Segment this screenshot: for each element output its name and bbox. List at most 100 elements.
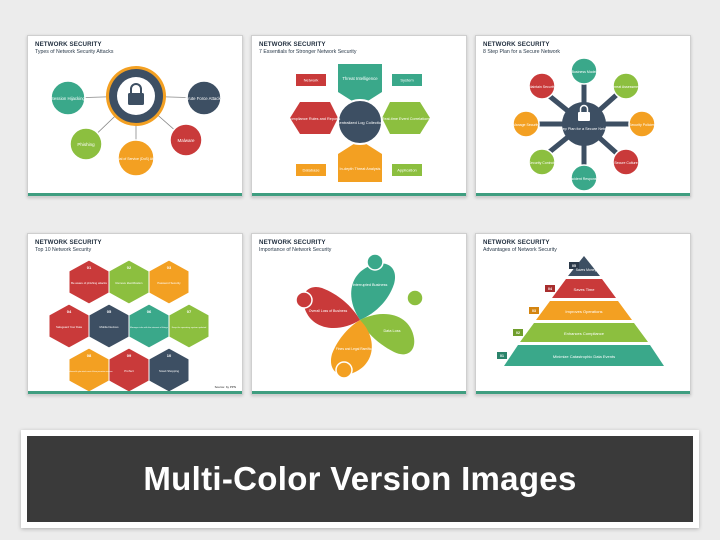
pyramid-level-4: [552, 279, 616, 298]
petal-item-2: [360, 314, 415, 355]
attack-label-4: Denial of Service (DoS) Attack: [112, 157, 159, 161]
hex-num-6: 06: [147, 309, 152, 314]
hex-label-6: Manage risks with the internet of things: [130, 326, 169, 329]
step-plan-diagram: 8 Step Plan for a Secure Network Busines…: [512, 57, 656, 192]
attack-item-1: [50, 80, 86, 116]
petal-label-3: Fines and Legal Ramifications: [336, 347, 381, 351]
central-hub: [562, 102, 606, 146]
level-label-4: Saves Time: [574, 287, 596, 292]
lock-icon: [128, 93, 144, 105]
tag-label-2: System: [400, 78, 414, 83]
slide-thumbnail-2[interactable]: NETWORK SECURITY 7 Essentials for Strong…: [251, 35, 467, 197]
essentials-diagram: Centralized Log Collection Threat Intell…: [288, 64, 431, 182]
attack-item-4: [117, 139, 155, 177]
slide-thumbnail-4[interactable]: NETWORK SECURITY Top 10 Network Security…: [27, 233, 243, 395]
level-label-1: Minimize Catastrophic Data Events: [553, 354, 615, 359]
attack-label-2: Brute Force Attacks: [185, 96, 223, 101]
central-hub: [337, 99, 383, 145]
level-num-2: 02: [516, 331, 520, 335]
tag-application: [392, 164, 422, 176]
hex-label-9: ProTect: [124, 369, 134, 373]
footer-banner: Multi-Color Version Images: [21, 430, 699, 528]
essential-segment-right: [382, 102, 430, 134]
petal-label-1: Interrupted Business: [353, 283, 388, 287]
footer-title: Multi-Color Version Images: [143, 460, 577, 497]
petal-label-4: Overall Loss of Business: [309, 309, 348, 313]
slide-thumbnail-6[interactable]: NETWORK SECURITY Advantages of Network S…: [475, 233, 691, 395]
level-num-5: 05: [572, 264, 576, 268]
hex-label-3: Password Security: [157, 281, 181, 285]
slide-subtitle: 7 Essentials for Stronger Network Securi…: [259, 49, 357, 55]
tag-network: [296, 74, 326, 86]
level-label-5: Saves Money: [576, 268, 597, 272]
hex-num-2: 02: [127, 265, 132, 270]
hex-label-4: Safeguard Your Data: [56, 325, 82, 329]
hex-label-2: Remove Identification: [116, 281, 143, 285]
tag-label-3: Database: [302, 168, 320, 173]
slide-title: NETWORK SECURITY: [259, 239, 326, 246]
hex-num-7: 07: [187, 309, 192, 314]
attack-label-5: Malware: [177, 138, 195, 143]
level-num-3: 03: [532, 309, 536, 313]
step-item-7: [512, 110, 540, 138]
petal-label-2: Data Loss: [383, 329, 400, 333]
step-item-6: [528, 148, 556, 176]
slide-subtitle: Types of Network Security Attacks: [35, 49, 114, 55]
slide-thumbnail-1[interactable]: NETWORK SECURITY Types of Network Securi…: [27, 35, 243, 197]
attack-item-2: [186, 80, 222, 116]
essential-segment-left: [290, 102, 338, 134]
attack-item-5: [169, 123, 203, 157]
advantages-pyramid: 05 04 03 02 01 Saves Money Saves Time Im…: [497, 256, 664, 366]
hex-num-5: 05: [107, 309, 112, 314]
petal-item-1: [351, 263, 396, 320]
step-label-7: Manage Security: [513, 123, 540, 127]
fines-icon: [335, 361, 353, 379]
level-badge-3: [529, 307, 539, 314]
slide-subtitle: 8 Step Plan for a Secure Network: [483, 49, 560, 55]
level-num-1: 01: [500, 354, 504, 358]
step-item-1: [570, 57, 598, 85]
attack-label-1: Session Hijacking: [51, 96, 86, 101]
hex-label-1: Be aware of phishing attacks: [71, 281, 107, 285]
attack-item-3: [69, 127, 103, 161]
hex-num-9: 09: [127, 353, 132, 358]
attacks-diagram: Session Hijacking Brute Force Attacks Ph…: [50, 66, 223, 177]
importance-diagram: Interrupted Business Data Loss Fines and…: [295, 253, 424, 379]
hex-item-7: [168, 303, 210, 349]
tag-label-4: Application: [397, 168, 417, 173]
level-badge-5: [569, 262, 579, 269]
level-badge-1: [497, 352, 507, 359]
slide-subtitle: Top 10 Network Security: [35, 247, 92, 253]
step-item-3: [628, 110, 656, 138]
hex-label-5: Mobile Devices: [100, 325, 120, 329]
center-label: Centralized Log Collection: [337, 120, 384, 125]
hex-num-4: 04: [67, 309, 72, 314]
slide-thumbnail-5[interactable]: NETWORK SECURITY Importance of Network S…: [251, 233, 467, 395]
essential-label-3: In-depth Threat Analysis: [340, 167, 381, 171]
hex-num-10: 10: [167, 353, 172, 358]
step-label-5: Incident Response: [570, 177, 599, 181]
slide-subtitle: Importance of Network Security: [259, 247, 332, 253]
slide-thumbnail-3[interactable]: NETWORK SECURITY 8 Step Plan for a Secur…: [475, 35, 691, 197]
hex-item-3: [148, 259, 190, 305]
footer-panel: Multi-Color Version Images: [27, 436, 693, 522]
petal-item-3: [330, 320, 372, 375]
essential-label-4: Compliance Rules and Reports: [288, 117, 341, 121]
step-item-4: [612, 148, 640, 176]
step-item-2: [612, 72, 640, 100]
top-ten-diagram: 01 02 03 04 05 06 07 08 09 10 Be aware o…: [48, 259, 236, 393]
step-item-8: [528, 72, 556, 100]
business-icon: [366, 253, 384, 271]
essential-segment-bottom: [338, 140, 382, 182]
tag-label-1: Network: [304, 78, 319, 83]
step-label-8: Maintain Security: [529, 85, 556, 89]
essential-label-1: Threat Intelligence: [342, 76, 378, 81]
hex-num-1: 01: [87, 265, 92, 270]
slide-subtitle: Advantages of Network Security: [483, 247, 557, 253]
step-label-1: Business Model: [572, 70, 597, 74]
attack-label-3: Phishing: [77, 142, 95, 147]
hex-label-7: Keep the operating system updated: [172, 326, 207, 329]
level-label-3: Improves Operations: [565, 309, 602, 314]
slide-title: NETWORK SECURITY: [35, 239, 102, 246]
essential-label-2: Real-time Event Correlations: [382, 117, 431, 121]
